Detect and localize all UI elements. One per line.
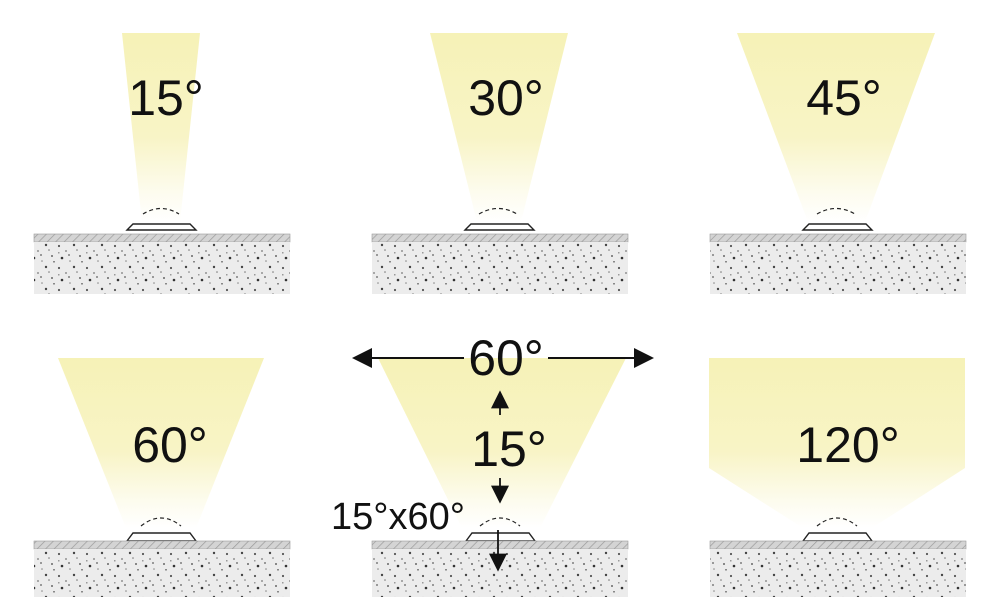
surface-trim: [33, 233, 291, 243]
horizontal-angle-label: 60°: [468, 330, 544, 386]
vertical-angle-label: 15°: [471, 421, 547, 477]
surface-trim: [709, 540, 967, 550]
light-beam: [58, 358, 264, 528]
lens-dome: [142, 207, 180, 215]
beam-angle-label: 60°: [132, 417, 208, 473]
concrete-surface: [710, 242, 966, 294]
panel-60-degree: 60°: [33, 358, 291, 597]
lens-dome: [140, 517, 182, 527]
concrete-surface: [710, 549, 966, 597]
lens-dome: [816, 517, 858, 527]
light-beam: [737, 33, 935, 222]
light-beam: [122, 33, 200, 222]
panel-45-degree: 45°: [709, 33, 967, 294]
beam-angle-label: 45°: [806, 70, 882, 126]
panel-15x60-degree: 60° 15° 15°x60°: [331, 330, 654, 597]
concrete-surface: [372, 549, 628, 597]
lens-dome: [478, 207, 518, 215]
concrete-surface: [34, 549, 290, 597]
surface-trim: [33, 540, 291, 550]
led-fixture: [125, 223, 198, 231]
concrete-surface: [372, 242, 628, 294]
concrete-surface: [34, 242, 290, 294]
lens-dome: [479, 517, 521, 527]
led-fixture: [125, 532, 198, 542]
led-fixture: [801, 223, 874, 231]
led-fixture: [801, 532, 874, 542]
led-fixture: [464, 532, 537, 542]
beam-angle-label: 30°: [468, 70, 544, 126]
lens-dome: [816, 207, 856, 215]
combo-angle-label: 15°x60°: [331, 496, 465, 538]
beam-angle-label: 120°: [796, 417, 899, 473]
panel-15-degree: 15°: [33, 33, 291, 294]
panel-120-degree: 120°: [709, 358, 967, 597]
surface-trim: [371, 540, 629, 550]
light-beam: [709, 358, 965, 528]
surface-trim: [709, 233, 967, 243]
beam-angle-label: 15°: [128, 70, 204, 126]
surface-trim: [371, 233, 629, 243]
light-beam: [378, 358, 626, 528]
panel-30-degree: 30°: [371, 33, 629, 294]
light-beam: [430, 33, 568, 222]
led-fixture: [463, 223, 536, 231]
